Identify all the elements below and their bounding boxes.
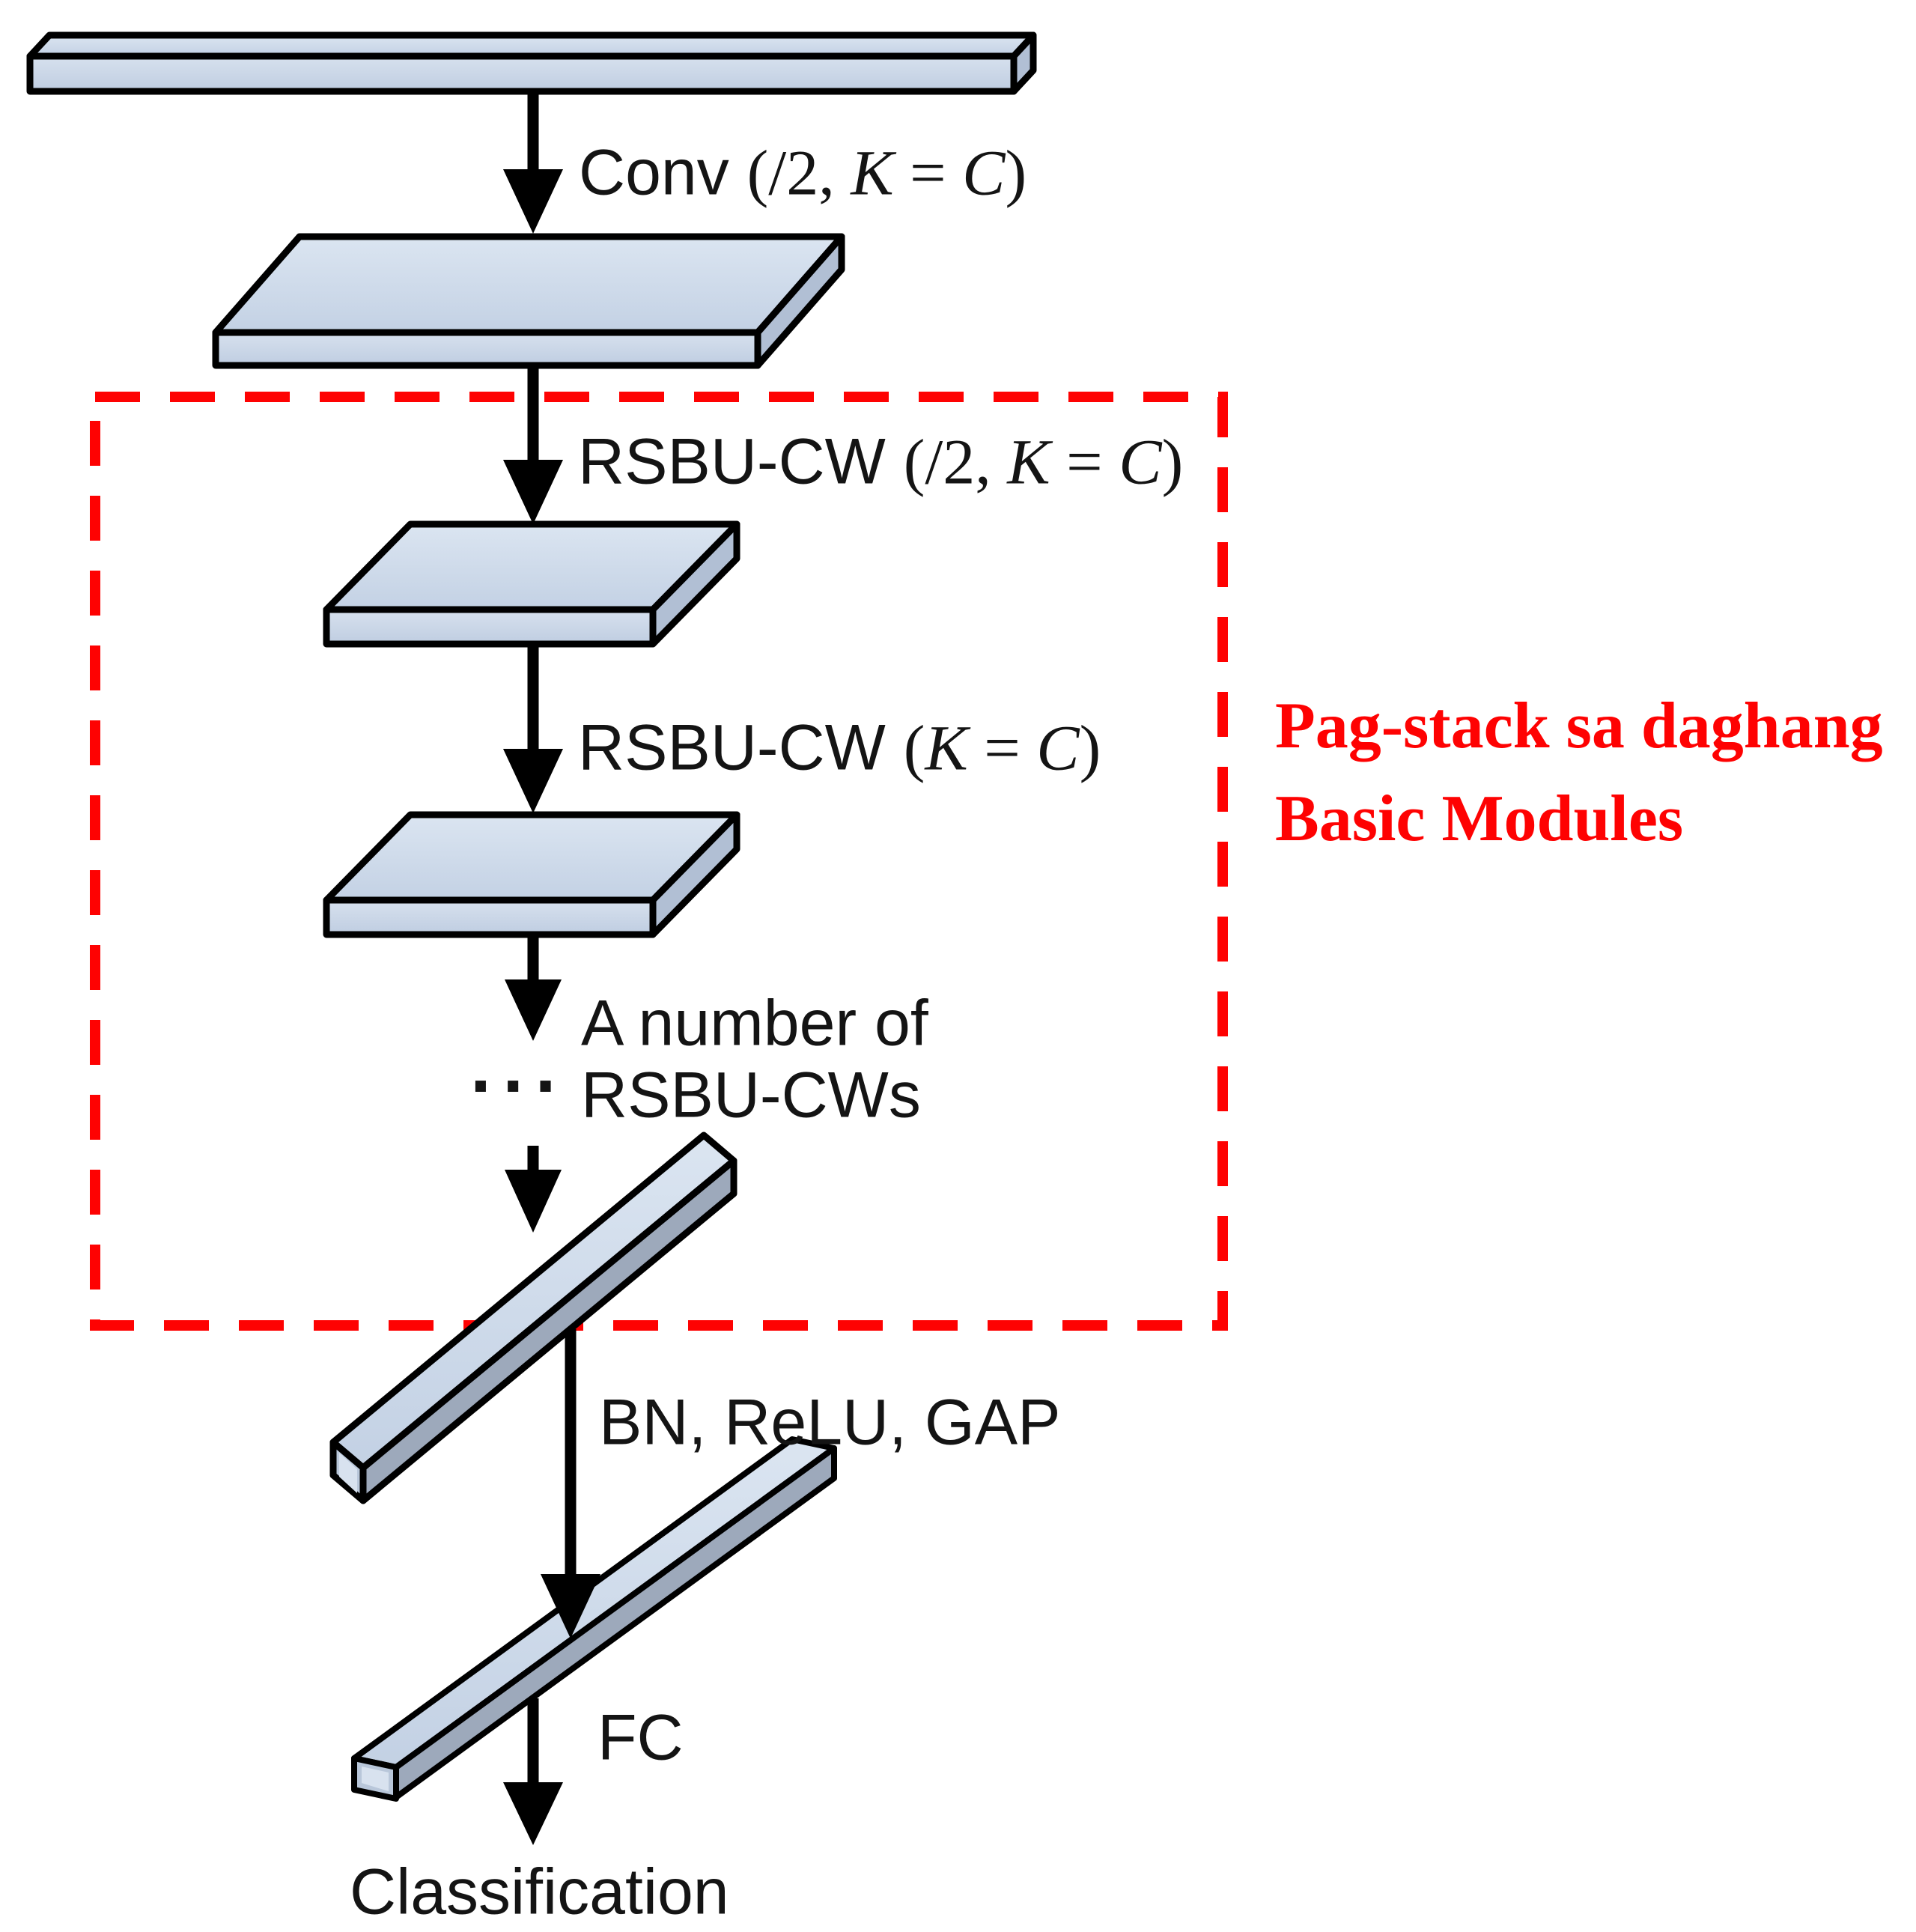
conv-slab <box>212 233 845 369</box>
fc-label: FC <box>597 1701 684 1774</box>
classification-label: Classification <box>350 1856 729 1928</box>
rsbu-label-eq: = <box>967 711 1037 784</box>
arrow-to-gap-bar <box>505 1146 562 1233</box>
conv-label-c: C <box>962 136 1006 209</box>
rsbu-label-c: C <box>1036 711 1080 784</box>
fc-bar-top-face <box>351 1436 837 1770</box>
conv-label-close: ) <box>1005 136 1027 209</box>
conv-label-eq: = <box>893 136 963 209</box>
rsbu-label: RSBU-CW (K = C) <box>578 715 1101 780</box>
flow-arrows <box>503 91 600 1845</box>
rsbu-stride-label-close: ) <box>1161 425 1184 498</box>
rsbu-label-open: ( <box>903 711 925 784</box>
gap-bar-end-cap-highlight <box>339 1453 357 1493</box>
ellipsis-dots: ··· <box>470 1044 568 1128</box>
conv-slab-top-face <box>212 233 845 336</box>
conv-label-k: K <box>851 136 894 209</box>
arrow-rsbu-stride <box>503 367 563 524</box>
rsbu-stride-label-eq: = <box>1050 425 1119 498</box>
arrow-conv <box>503 91 563 234</box>
rsbu-slab-2-front-face <box>323 896 657 938</box>
rsbu-stride-label-name: RSBU-CW <box>578 425 904 498</box>
annotation-line1: Pag-stack sa daghang <box>1275 690 1883 763</box>
conv-label: Conv (/2, K = C) <box>579 140 1027 204</box>
arrow-bn-relu-gap <box>541 1329 600 1638</box>
rsbu-slab-2 <box>323 811 740 938</box>
arrow-rsbu <box>503 645 563 813</box>
conv-label-open: (/2, <box>746 136 851 209</box>
rsbu-slab-1-front-face <box>323 606 657 648</box>
gap-feature-bar <box>329 1131 737 1504</box>
rsbu-label-close: ) <box>1079 711 1101 784</box>
conv-label-name: Conv <box>579 136 747 209</box>
arrow-fc <box>503 1698 563 1845</box>
fc-bar-end-cap-highlight <box>362 1767 389 1791</box>
more-rsbu-label-line2: RSBU-CWs <box>581 1059 921 1131</box>
annotation-line2: Basic Modules <box>1275 783 1684 856</box>
arrow-more-rsbu <box>505 938 562 1041</box>
more-rsbu-label-line1: A number of <box>581 987 928 1060</box>
rsbu-slab-1 <box>323 520 740 648</box>
basic-modules-dashed-box <box>90 392 1228 1331</box>
input-bar-front-face <box>26 52 1018 95</box>
rsbu-stride-label-open: (/2, <box>903 425 1008 498</box>
conv-slab-front-face <box>212 329 761 369</box>
bn-relu-gap-label: BN, ReLU, GAP <box>599 1386 1061 1459</box>
rsbu-stride-label-c: C <box>1119 425 1162 498</box>
rsbu-stride-label: RSBU-CW (/2, K = C) <box>578 429 1183 493</box>
rsbu-label-k: K <box>925 711 968 784</box>
rsbu-label-name: RSBU-CW <box>578 711 904 784</box>
input-bar <box>26 31 1037 95</box>
fc-feature-bar <box>351 1436 837 1802</box>
rsbu-stride-label-k: K <box>1007 425 1050 498</box>
